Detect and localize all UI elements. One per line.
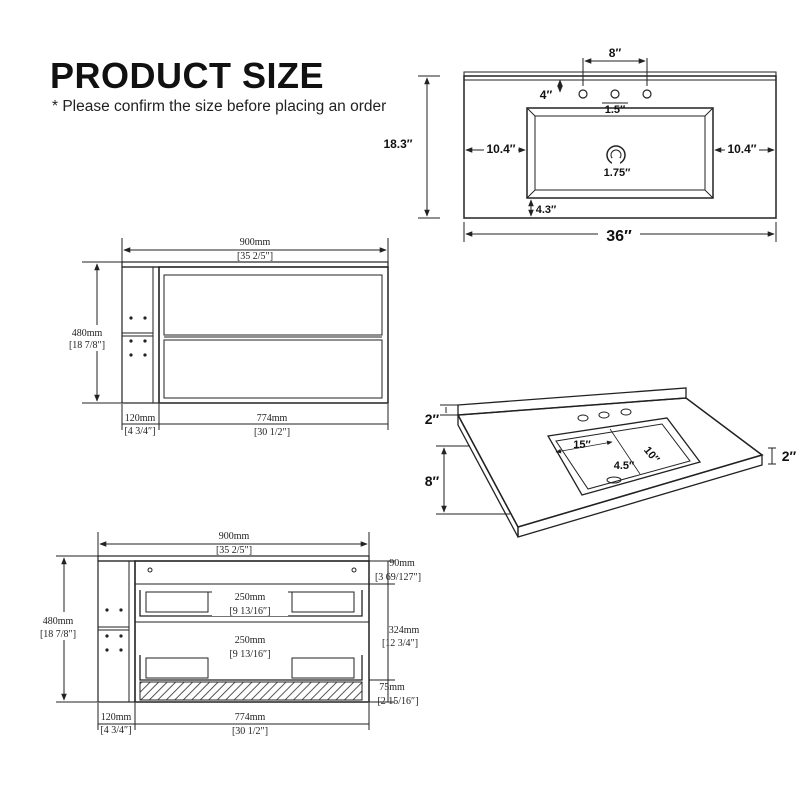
dim-basin-width: 10″ — [641, 445, 662, 467]
backsplash-strip — [463, 71, 777, 81]
dim-interior-main-in: [30 1/2″] — [232, 726, 268, 737]
dim-thickness: 2″ — [782, 448, 797, 464]
faucet-hole-right — [642, 89, 652, 99]
dim-front-width-mm: 900mm — [240, 237, 271, 248]
interior-plinth — [139, 681, 363, 701]
interior-main-cabinet — [134, 560, 370, 703]
dim-drawer1-mm: 250mm — [235, 592, 266, 603]
dim-front-width-in: [35 2/5″] — [237, 251, 273, 262]
dim-drawer2-in: [9 13/16″] — [229, 649, 270, 660]
basin-outer — [526, 107, 714, 199]
faucet-hole-center — [610, 89, 620, 99]
iso-view: 15″ 10″ 4.5″ 2″ 8″ 2″ — [425, 387, 797, 538]
basin-inner — [534, 115, 706, 191]
dim-front-side-mm: 120mm — [125, 413, 156, 424]
dim-backsplash: 2″ — [425, 411, 440, 427]
dim-faucet-offset: 4″ — [540, 88, 553, 102]
dim-front-height-in: [18 7/8″] — [69, 340, 105, 351]
iso-basin-inner — [555, 423, 691, 490]
dim-interior-width-in: [35 2/5″] — [216, 545, 252, 556]
page-subtitle: * Please confirm the size before placing… — [52, 98, 387, 115]
top-view: 8″ 4″ 1.5″ 18.3″ 10.4″ 10.4″ 1.75″ 4.3″ — [383, 46, 777, 245]
dim-basin-depth: 4.5″ — [614, 460, 635, 472]
dim-basin-length: 15″ — [573, 439, 591, 451]
dim-iso-depth: 8″ — [425, 473, 440, 489]
dim-mid-mm: 324mm — [389, 625, 420, 636]
dim-front-side-in: [4 3/4″] — [124, 426, 155, 437]
iso-top-surface — [456, 397, 764, 528]
dim-front-main-mm: 774mm — [257, 413, 288, 424]
page-title: PRODUCT SIZE — [50, 55, 325, 96]
dim-interior-main-mm: 774mm — [235, 712, 266, 723]
countertop-outline — [463, 75, 777, 219]
dim-interior-side-mm: 120mm — [101, 712, 132, 723]
dim-base-mm: 75mm — [379, 682, 405, 693]
front-main-cabinet — [158, 266, 389, 404]
front-drawer-top — [163, 274, 383, 336]
interior-drawer-bottom — [139, 655, 363, 681]
dim-base-in: [2 15/16″] — [377, 696, 418, 707]
front-drawer-bottom — [163, 339, 383, 399]
dim-drain-hole: 1.5″ — [605, 104, 626, 116]
dim-drawer2-mm: 250mm — [235, 635, 266, 646]
dim-interior-side-in: [4 3/4″] — [100, 725, 131, 736]
dim-right-margin: 10.4″ — [727, 142, 756, 156]
dim-top-in: [3 69/127″] — [375, 572, 421, 583]
dim-interior-width-mm: 900mm — [219, 531, 250, 542]
dim-drain: 1.75″ — [604, 167, 631, 179]
dim-front-main-in: [30 1/2″] — [254, 427, 290, 438]
dim-overall-width: 36″ — [606, 228, 632, 245]
dim-overall-depth: 18.3″ — [383, 137, 412, 151]
dim-top-mm: 90mm — [389, 558, 415, 569]
iso-backsplash — [457, 387, 687, 416]
dim-interior-height-mm: 480mm — [43, 616, 74, 627]
dim-left-margin: 10.4″ — [486, 142, 515, 156]
dim-front-margin: 4.3″ — [536, 204, 557, 216]
iso-basin-outer — [546, 417, 702, 496]
iso-front-edge — [517, 454, 763, 538]
faucet-hole-left — [578, 89, 588, 99]
front-view: 900mm [35 2/5″] 480mm [18 7/8″] — [60, 237, 389, 438]
dim-drawer1-in: [9 13/16″] — [229, 606, 270, 617]
dim-faucet-spacing: 8″ — [609, 46, 622, 60]
dim-front-height-mm: 480mm — [72, 328, 103, 339]
dim-interior-height-in: [18 7/8″] — [40, 629, 76, 640]
interior-view: 900mm [35 2/5″] 250 — [30, 531, 421, 737]
dim-mid-in: [12 3/4″] — [382, 638, 418, 649]
